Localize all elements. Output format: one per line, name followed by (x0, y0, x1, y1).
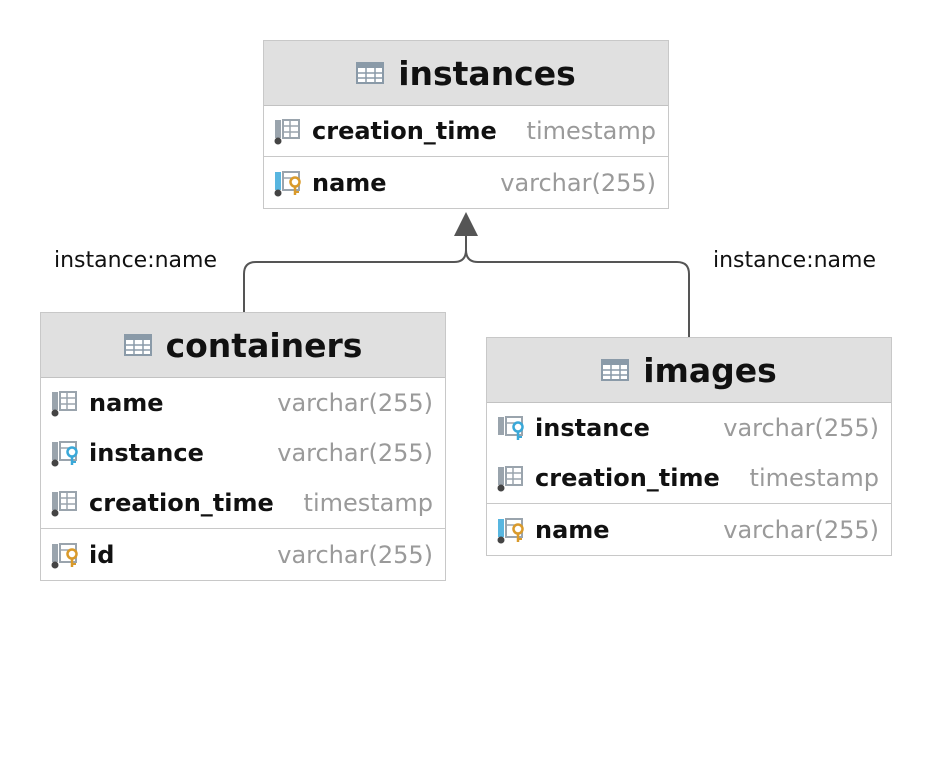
foreign-key-icon (51, 441, 78, 467)
table-icon (601, 359, 630, 381)
table-header: containers (41, 313, 445, 378)
primary-key-icon (51, 542, 78, 568)
table-icon (356, 62, 385, 84)
table-icon (123, 334, 152, 356)
column-type: timestamp (526, 117, 656, 145)
column-row[interactable]: id varchar(255) (41, 528, 445, 580)
primary-key-icon (274, 170, 301, 196)
table-header: instances (264, 41, 668, 106)
column-type: varchar(255) (500, 168, 656, 197)
column-type: timestamp (749, 464, 879, 492)
column-row[interactable]: creation_time timestamp (41, 478, 445, 528)
column-row[interactable]: creation_time timestamp (264, 106, 668, 156)
column-type: varchar(255) (277, 439, 433, 467)
column-type: varchar(255) (277, 540, 433, 569)
arrowhead-instances (454, 212, 478, 236)
column-type: varchar(255) (277, 389, 433, 417)
column-icon (274, 119, 300, 145)
column-name: creation_time (89, 489, 274, 517)
column-name: name (312, 168, 387, 197)
column-row[interactable]: creation_time timestamp (487, 453, 891, 503)
column-icon (51, 491, 77, 517)
column-name: creation_time (535, 464, 720, 492)
connector-images-instances (465, 249, 690, 337)
table-header: images (487, 338, 891, 403)
table-title: images (643, 350, 777, 390)
primary-key-icon (497, 517, 524, 543)
column-row[interactable]: instance varchar(255) (41, 428, 445, 478)
column-icon (497, 466, 523, 492)
column-name: name (89, 389, 164, 417)
column-name: id (89, 540, 115, 569)
foreign-key-icon (498, 416, 524, 440)
column-name: instance (535, 414, 650, 442)
table-title: instances (398, 53, 576, 93)
column-row[interactable]: name varchar(255) (264, 156, 668, 208)
column-type: varchar(255) (723, 515, 879, 544)
column-name: instance (89, 439, 204, 467)
column-row[interactable]: name varchar(255) (41, 378, 445, 428)
column-icon (51, 391, 77, 417)
column-row[interactable]: name varchar(255) (487, 503, 891, 555)
column-type: timestamp (303, 489, 433, 517)
relation-label-images: instance:name (713, 248, 877, 273)
table-containers[interactable]: containers name varchar(255) instance va… (40, 312, 446, 581)
connector-containers-instances (243, 236, 467, 312)
column-name: name (535, 515, 610, 544)
column-name: creation_time (312, 117, 497, 145)
table-title: containers (165, 325, 363, 365)
table-instances[interactable]: instances creation_time timestamp name v… (263, 40, 669, 209)
column-type: varchar(255) (723, 414, 879, 442)
column-row[interactable]: instance varchar(255) (487, 403, 891, 453)
table-images[interactable]: images instance varchar(255) creation_ti… (486, 337, 892, 556)
relation-label-containers: instance:name (54, 248, 218, 273)
